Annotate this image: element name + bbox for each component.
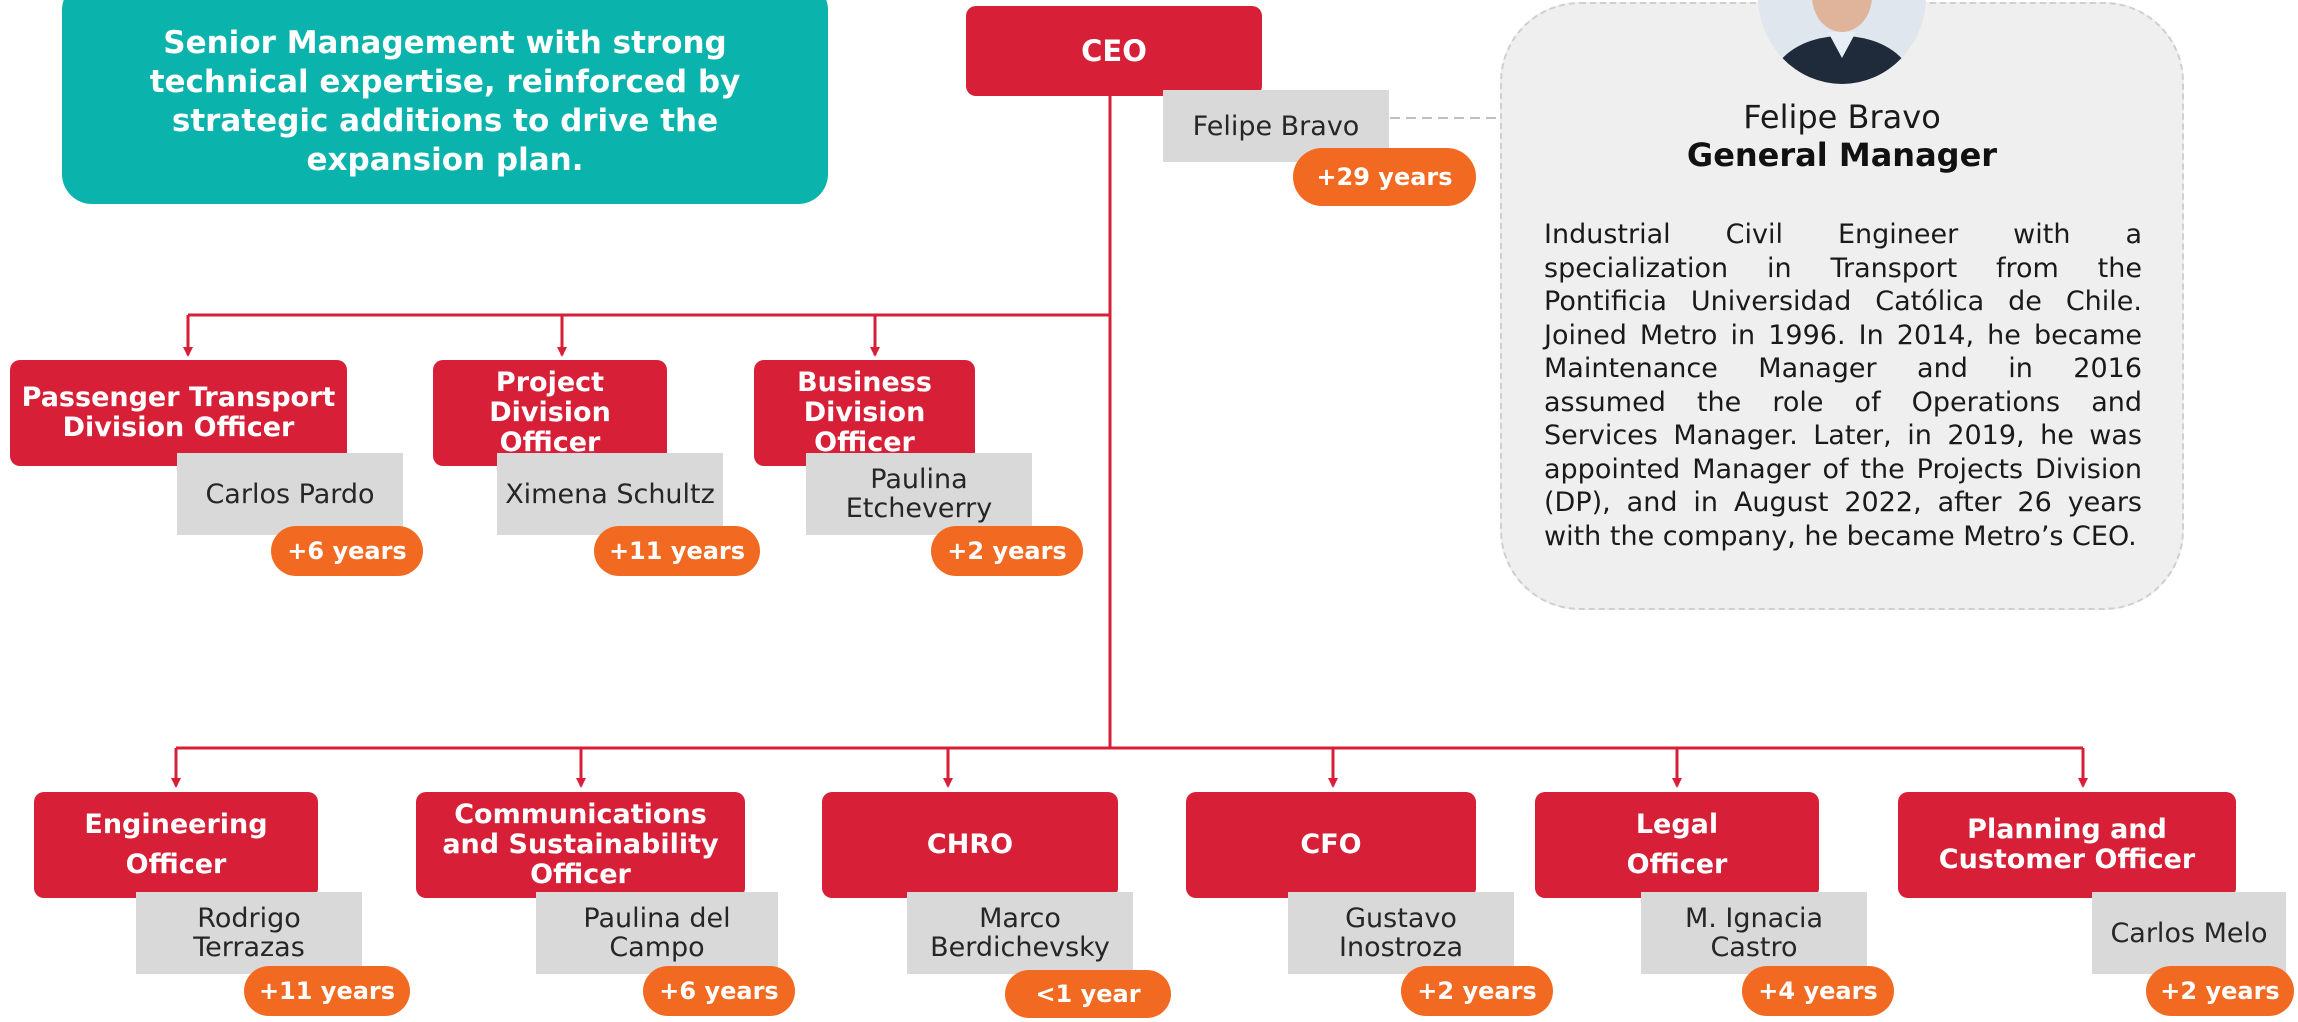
officer-role-box: Planning and Customer Officer — [1898, 792, 2236, 898]
officer-role-box: CHRO — [822, 792, 1118, 898]
officer-name-box: Marco Berdichevsky — [907, 892, 1133, 974]
officer-tenure-badge: +6 years — [643, 966, 795, 1016]
officer-name-box: Gustavo Inostroza — [1288, 892, 1514, 974]
officer-tenure-badge: +2 years — [2146, 966, 2294, 1016]
division-tenure-badge: +11 years — [594, 526, 760, 576]
bio-title: General Manager — [1686, 136, 1998, 174]
division-name-box: Paulina Etcheverry — [806, 453, 1032, 535]
division-name-box: Carlos Pardo — [177, 453, 403, 535]
headline-text: Senior Management with strong technical … — [149, 25, 741, 178]
officer-role-box: Engineering Officer — [34, 792, 318, 898]
officer-role-box: Communications and Sustainability Office… — [416, 792, 745, 898]
bio-name: Felipe Bravo — [1743, 98, 1941, 136]
officer-tenure-badge: +2 years — [1401, 966, 1553, 1016]
ceo-tenure-badge: +29 years — [1293, 148, 1476, 206]
officer-tenure-badge: +4 years — [1742, 966, 1894, 1016]
division-role-box: Business Division Officer — [754, 360, 975, 466]
division-tenure-badge: +2 years — [931, 526, 1083, 576]
officer-tenure-badge: +11 years — [244, 966, 410, 1016]
bio-card — [1500, 2, 2184, 610]
officer-role-box: CFO — [1186, 792, 1476, 898]
officer-tenure-badge: <1 year — [1005, 970, 1171, 1018]
headline-box: Senior Management with strong technical … — [62, 0, 828, 204]
division-name-box: Ximena Schultz — [497, 453, 723, 535]
officer-name-box: Paulina del Campo — [536, 892, 778, 974]
ceo-role-box: CEO — [966, 6, 1262, 96]
division-role-box: Project Division Officer — [433, 360, 667, 466]
officer-name-box: Rodrigo Terrazas — [136, 892, 362, 974]
division-role-box: Passenger Transport Division Officer — [10, 360, 347, 466]
officer-name-box: Carlos Melo — [2092, 892, 2286, 974]
officer-name-box: M. Ignacia Castro — [1641, 892, 1867, 974]
division-tenure-badge: +6 years — [271, 526, 423, 576]
bio-text: Industrial Civil Engineer with a special… — [1544, 219, 2142, 552]
officer-role-box: Legal Officer — [1535, 792, 1819, 898]
